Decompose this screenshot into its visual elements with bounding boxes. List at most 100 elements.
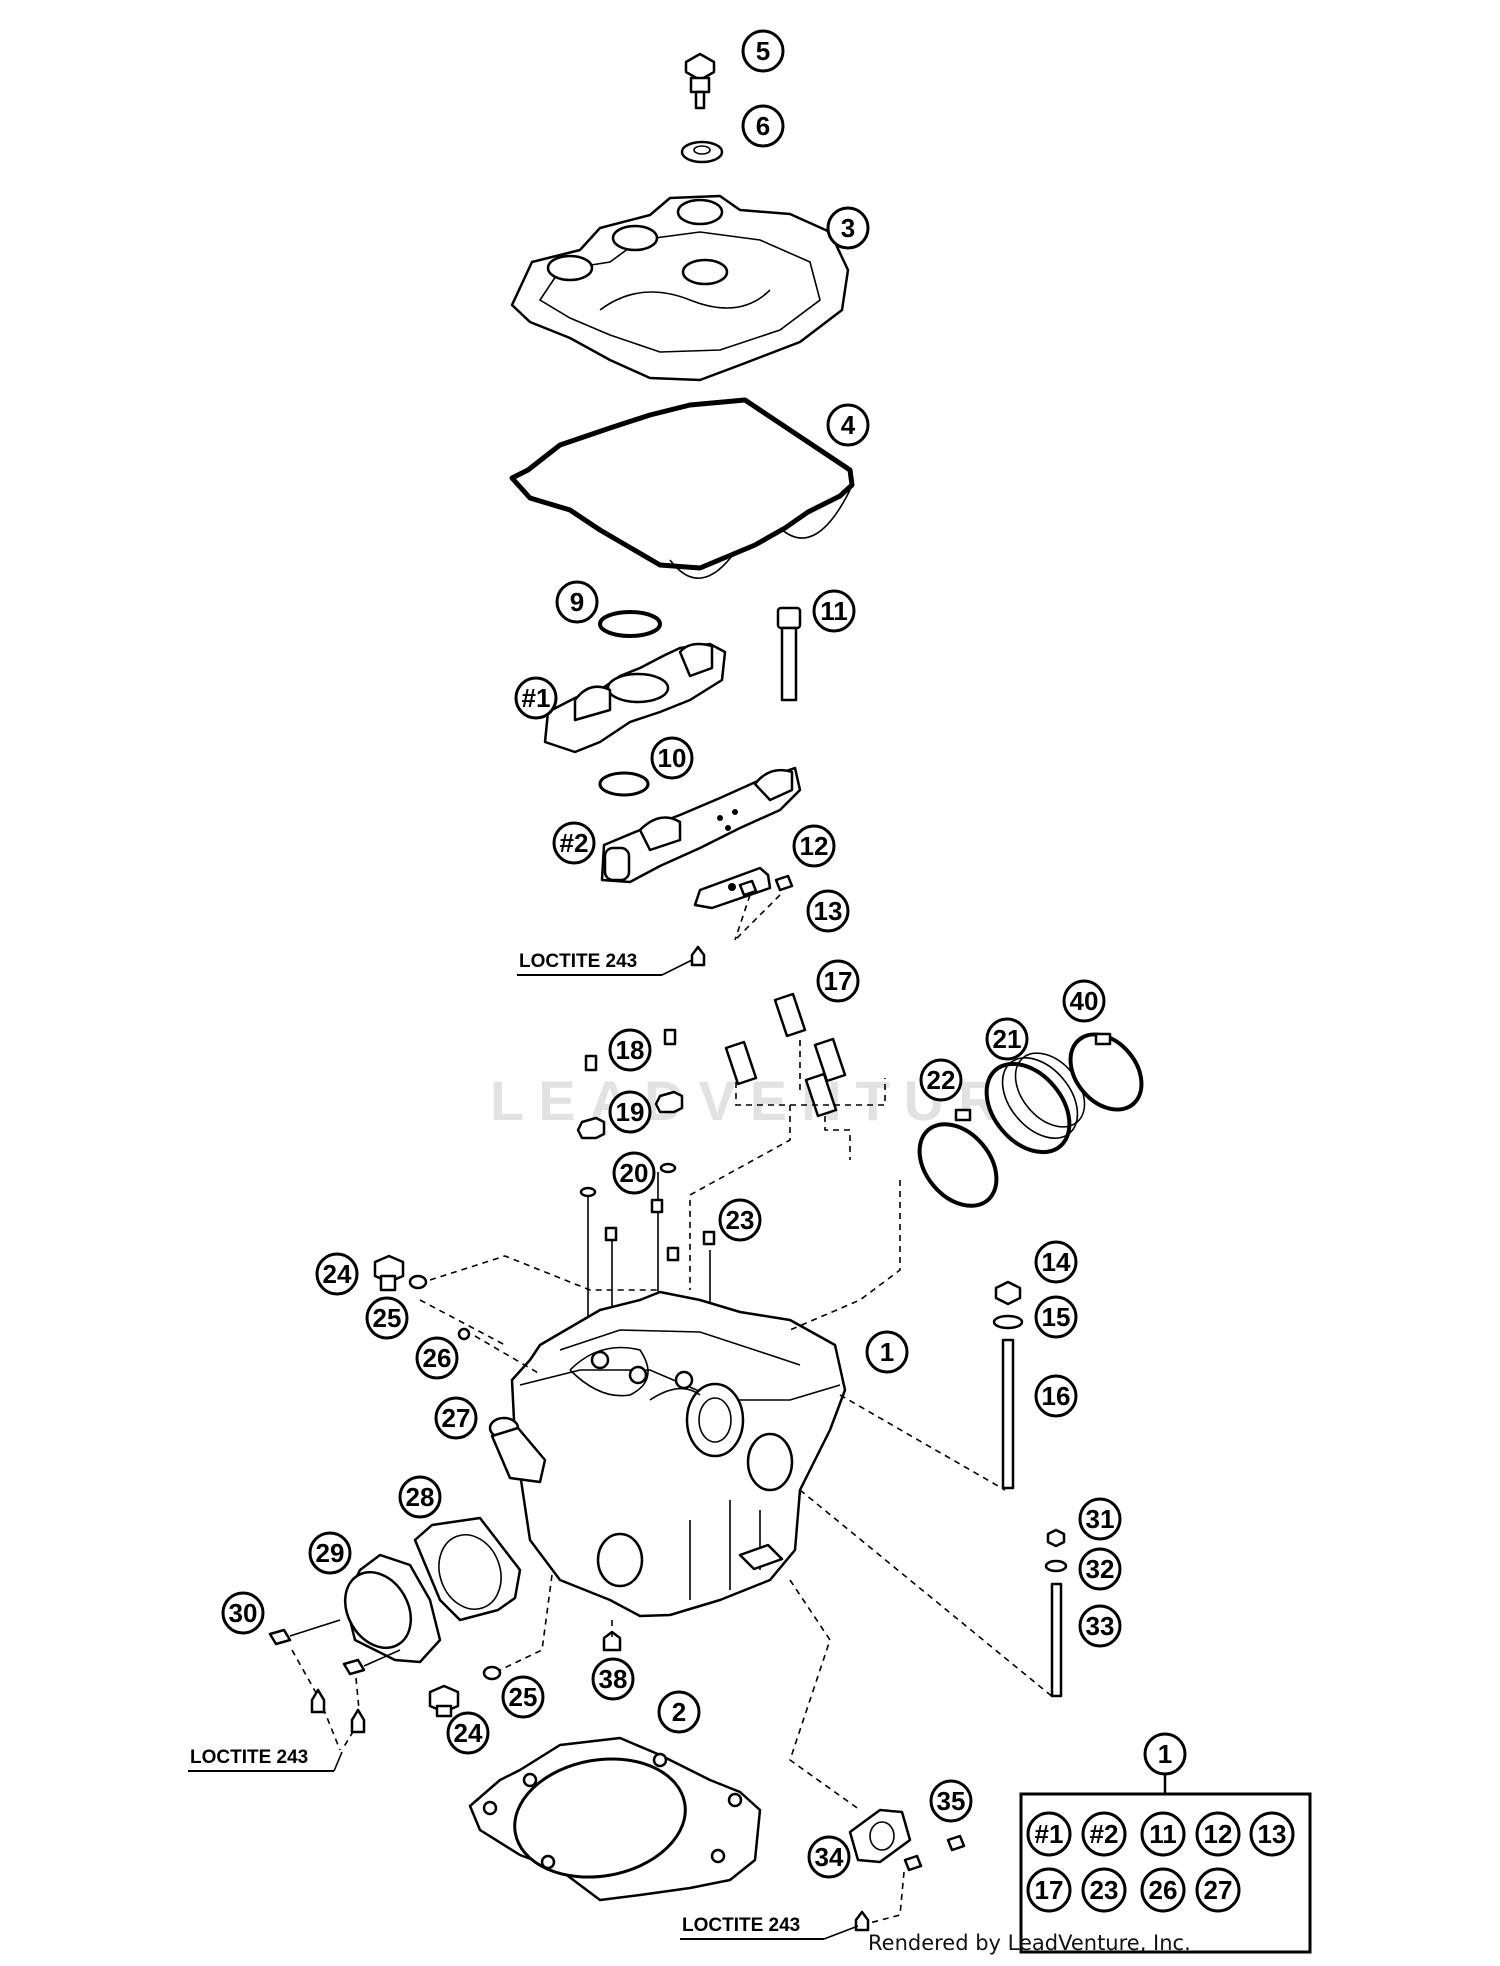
callout-31: 31 <box>1078 1497 1122 1541</box>
svg-text:22: 22 <box>927 1065 956 1095</box>
svg-text:26: 26 <box>1149 1875 1178 1905</box>
svg-text:#1: #1 <box>522 683 551 713</box>
svg-text:33: 33 <box>1086 1611 1115 1641</box>
callout-34: 34 <box>807 1835 851 1879</box>
callout-2: 2 <box>657 1690 701 1734</box>
callout-17: 17 <box>816 959 860 1003</box>
loctite-note-1: LOCTITE 243 <box>517 945 706 976</box>
svg-text:38: 38 <box>599 1664 628 1694</box>
svg-text:24: 24 <box>454 1718 483 1748</box>
kit-item-26: 26 <box>1140 1867 1186 1913</box>
part-intake-gasket-28 <box>413 1516 522 1622</box>
svg-text:#1: #1 <box>1035 1819 1064 1849</box>
kit-item-1: #1 <box>1026 1811 1072 1857</box>
callout-32: 32 <box>1078 1547 1122 1591</box>
callout-9: 9 <box>555 580 599 624</box>
callout-35: 35 <box>929 1779 973 1823</box>
callout-40: 40 <box>1062 979 1106 1023</box>
callout-bridge-2: #2 <box>552 821 596 865</box>
callout-25-top: 25 <box>365 1296 409 1340</box>
part-cylinder-head-1 <box>510 1290 847 1618</box>
part-seals-20 <box>579 1162 677 1198</box>
part-bolt-11 <box>776 606 802 702</box>
part-plug-24-bottom <box>428 1684 460 1718</box>
part-cover-34 <box>848 1808 912 1864</box>
callout-22: 22 <box>919 1058 963 1102</box>
svg-text:27: 27 <box>442 1403 471 1433</box>
part-plug-24-top <box>373 1254 405 1292</box>
svg-text:11: 11 <box>820 596 848 626</box>
part-pin-26 <box>457 1327 471 1341</box>
part-spring-retainers-19 <box>576 1090 684 1140</box>
svg-text:1: 1 <box>1158 1739 1172 1769</box>
kit-item-2: #2 <box>1081 1811 1127 1857</box>
svg-text:13: 13 <box>814 896 843 926</box>
svg-text:12: 12 <box>1204 1819 1233 1849</box>
svg-text:1: 1 <box>880 1337 894 1367</box>
callout-10: 10 <box>650 736 694 780</box>
part-screws-35 <box>854 1834 966 1932</box>
svg-text:#2: #2 <box>1090 1819 1119 1849</box>
kit-item-23: 23 <box>1081 1867 1127 1913</box>
kit-callout: 1 <box>1143 1732 1187 1776</box>
callout-33: 33 <box>1078 1604 1122 1648</box>
callout-21: 21 <box>985 1017 1029 1061</box>
part-stud-33 <box>1050 1582 1063 1698</box>
kit-contents-box: 1 #1 #2 11 12 13 17 23 26 27 <box>1019 1732 1312 1954</box>
svg-text:35: 35 <box>937 1786 966 1816</box>
svg-text:4: 4 <box>841 410 856 440</box>
svg-text:32: 32 <box>1086 1554 1115 1584</box>
part-oring-25-top <box>408 1274 428 1290</box>
part-screw-5 <box>684 52 716 110</box>
svg-text:29: 29 <box>316 1538 345 1568</box>
svg-text:6: 6 <box>756 111 770 141</box>
part-oring-10 <box>598 771 650 797</box>
part-nut-14 <box>994 1280 1022 1306</box>
svg-text:40: 40 <box>1070 986 1099 1016</box>
svg-text:23: 23 <box>1090 1875 1119 1905</box>
part-washer-6 <box>680 140 724 164</box>
part-cylinder-gasket-2 <box>468 1736 762 1902</box>
svg-text:19: 19 <box>616 1097 645 1127</box>
svg-text:LOCTITE 243: LOCTITE 243 <box>682 1915 800 1936</box>
part-bearing-bridge-1 <box>543 642 727 754</box>
part-oring-9 <box>598 610 662 638</box>
callout-27: 27 <box>434 1396 478 1440</box>
svg-text:12: 12 <box>800 831 829 861</box>
svg-text:16: 16 <box>1042 1381 1071 1411</box>
callout-15: 15 <box>1034 1295 1078 1339</box>
svg-text:28: 28 <box>406 1482 435 1512</box>
svg-text:3: 3 <box>841 213 855 243</box>
svg-text:#2: #2 <box>560 828 589 858</box>
callout-24-bottom: 24 <box>446 1711 490 1755</box>
part-intake-flange-29 <box>343 1553 442 1664</box>
svg-text:31: 31 <box>1086 1504 1115 1534</box>
callout-13: 13 <box>806 889 850 933</box>
svg-text:2: 2 <box>672 1697 686 1727</box>
svg-text:25: 25 <box>509 1682 538 1712</box>
svg-text:21: 21 <box>993 1024 1022 1054</box>
svg-text:17: 17 <box>1035 1875 1064 1905</box>
callout-38: 38 <box>591 1657 635 1701</box>
callout-20: 20 <box>612 1151 656 1195</box>
callout-14: 14 <box>1034 1240 1078 1284</box>
callout-30: 30 <box>221 1591 265 1635</box>
part-plug-tube-27 <box>488 1416 547 1484</box>
svg-text:11: 11 <box>1149 1819 1177 1849</box>
callout-26: 26 <box>415 1336 459 1380</box>
part-bearing-bridge-2 <box>600 766 802 884</box>
svg-text:26: 26 <box>423 1343 452 1373</box>
svg-text:15: 15 <box>1042 1302 1071 1332</box>
part-screws-13 <box>734 874 794 941</box>
kit-item-27: 27 <box>1195 1867 1241 1913</box>
kit-item-13: 13 <box>1249 1811 1295 1857</box>
svg-text:5: 5 <box>756 36 770 66</box>
leader-lines <box>419 1180 1055 1811</box>
watermark-text: LEADVENTURE <box>490 1069 1064 1132</box>
callout-6: 6 <box>741 104 785 148</box>
svg-text:18: 18 <box>616 1035 645 1065</box>
svg-text:9: 9 <box>570 587 584 617</box>
svg-text:25: 25 <box>373 1303 402 1333</box>
callout-bridge-1: #1 <box>514 676 558 720</box>
